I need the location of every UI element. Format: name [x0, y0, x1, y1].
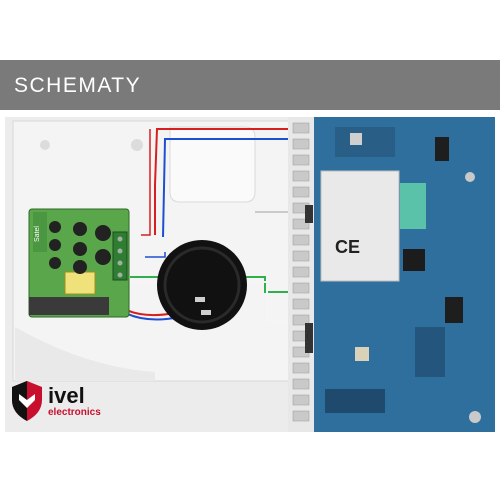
ce-mark: CE — [335, 237, 360, 257]
wiring-photo: Satel — [5, 117, 495, 432]
mount-hole — [131, 139, 143, 151]
module-sticker — [400, 183, 426, 229]
blue-wire-2 — [145, 252, 166, 258]
heatsink — [29, 297, 109, 315]
alarm-control-panel: CE — [288, 117, 495, 432]
terminal-screws — [292, 122, 310, 422]
product-label — [320, 170, 400, 282]
enclosure-shadow — [15, 327, 155, 381]
blue-wire — [162, 138, 295, 238]
power-module-pcb: Satel — [28, 208, 130, 318]
section-header: SCHEMATY — [0, 60, 500, 110]
terminal-block — [112, 231, 128, 281]
capacitors — [49, 221, 111, 274]
logo-tagline: electronics — [48, 407, 101, 418]
buzzer-disc — [157, 240, 247, 330]
mount-hole — [40, 140, 50, 150]
section-title: SCHEMATY — [14, 74, 142, 97]
microcontroller-chip — [403, 249, 425, 271]
red-wire — [154, 128, 295, 235]
red-wire-2 — [141, 129, 151, 236]
shield-logo-icon — [12, 381, 42, 421]
transformer — [64, 271, 96, 295]
pcb-brand: Satel — [34, 226, 41, 242]
ivel-electronics-logo: ivel electronics — [10, 380, 130, 425]
wiring-illustration: Satel — [5, 117, 495, 432]
logo-brand: ivel — [48, 383, 85, 408]
